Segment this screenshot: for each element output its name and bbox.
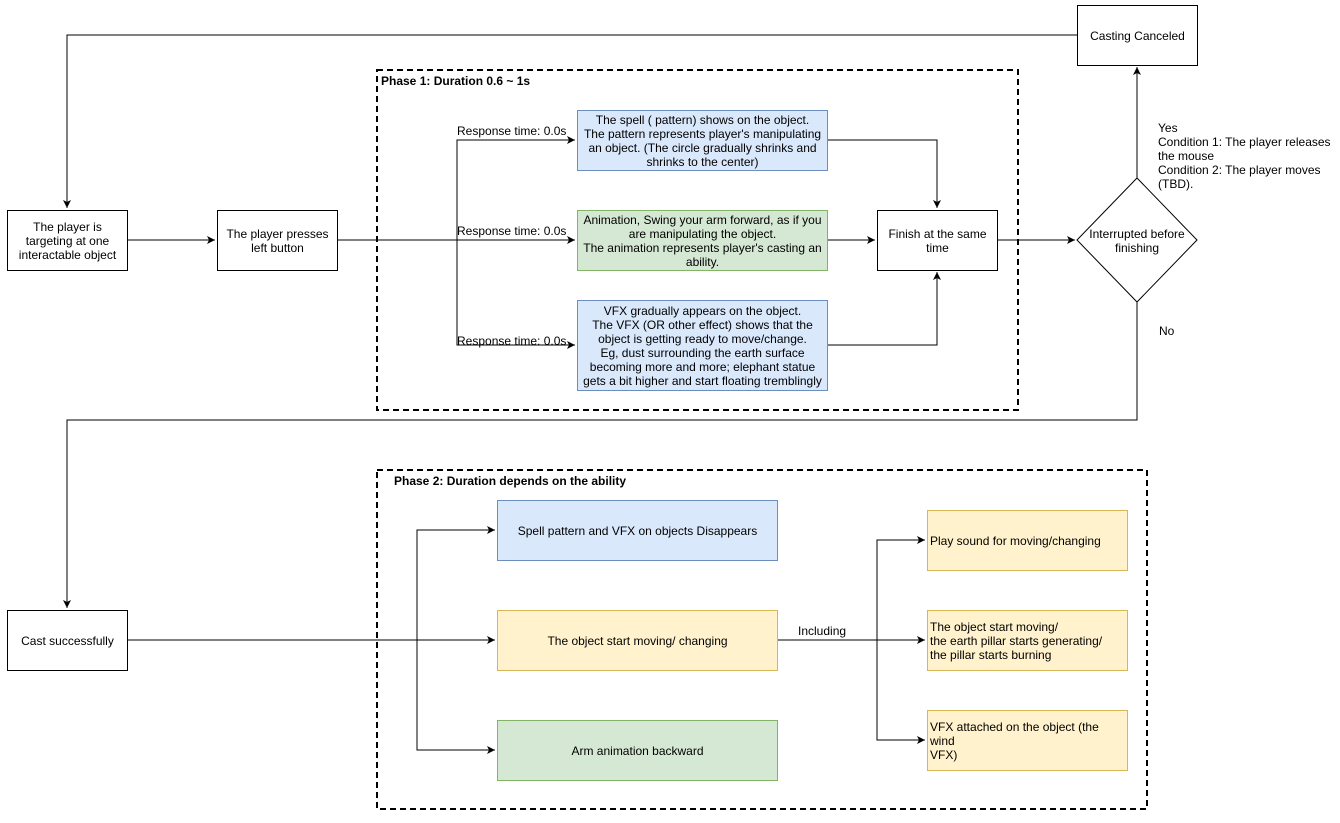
no-label: No [1159, 324, 1175, 338]
edge-spell-finish [828, 139, 941, 208]
object-moving-node[interactable]: The object start moving/ the earth pilla… [927, 610, 1128, 671]
canceled-node[interactable]: Casting Canceled [1077, 5, 1198, 66]
phase1-title: Phase 1: Duration 0.6 ~ 1s [381, 74, 531, 88]
armback-node[interactable]: Arm animation backward [497, 720, 778, 781]
interrupted-decision[interactable] [1076, 177, 1198, 303]
edge-canceled-targeting [63, 34, 1077, 208]
phase2-container [376, 469, 1148, 810]
response-label-2: Response time: 0.0s [457, 224, 567, 238]
success-node[interactable]: Cast successfully [7, 610, 128, 671]
vfx-attached-node[interactable]: VFX attached on the object (the wind VFX… [927, 710, 1128, 771]
response-label-1: Response time: 0.0s [457, 124, 567, 138]
edge-vfx-finish [828, 272, 941, 346]
edge-split-vfx [456, 240, 575, 349]
edge-including-sound [876, 536, 925, 640]
interrupted-label: Interrupted before finishing [1089, 227, 1185, 255]
disappears-node[interactable]: Spell pattern and VFX on objects Disappe… [497, 500, 778, 561]
animation-node[interactable]: Animation, Swing your arm forward, as if… [577, 210, 828, 271]
edge-interrupted-success [63, 302, 1138, 608]
response-label-3: Response time: 0.0s [457, 334, 567, 348]
edge-split-spell [456, 136, 575, 240]
spell-node[interactable]: The spell ( pattern) shows on the object… [577, 110, 828, 171]
moving-node[interactable]: The object start moving/ changing [497, 610, 778, 671]
phase2-title: Phase 2: Duration depends on the ability [394, 474, 627, 488]
targeting-node[interactable]: The player is targeting at one interacta… [7, 210, 128, 271]
including-label: Including [798, 624, 847, 638]
edge-split-disappears [416, 526, 495, 640]
vfx-node[interactable]: VFX gradually appears on the object. The… [577, 300, 828, 391]
yes-label: Yes Condition 1: The player releases the… [1158, 121, 1331, 191]
sound-node[interactable]: Play sound for moving/changing [927, 510, 1128, 571]
edge-including-vfx [876, 640, 925, 744]
finish-node[interactable]: Finish at the same time [877, 210, 998, 271]
edge-split-armback [416, 640, 495, 754]
presses-node[interactable]: The player presses left button [217, 210, 338, 271]
